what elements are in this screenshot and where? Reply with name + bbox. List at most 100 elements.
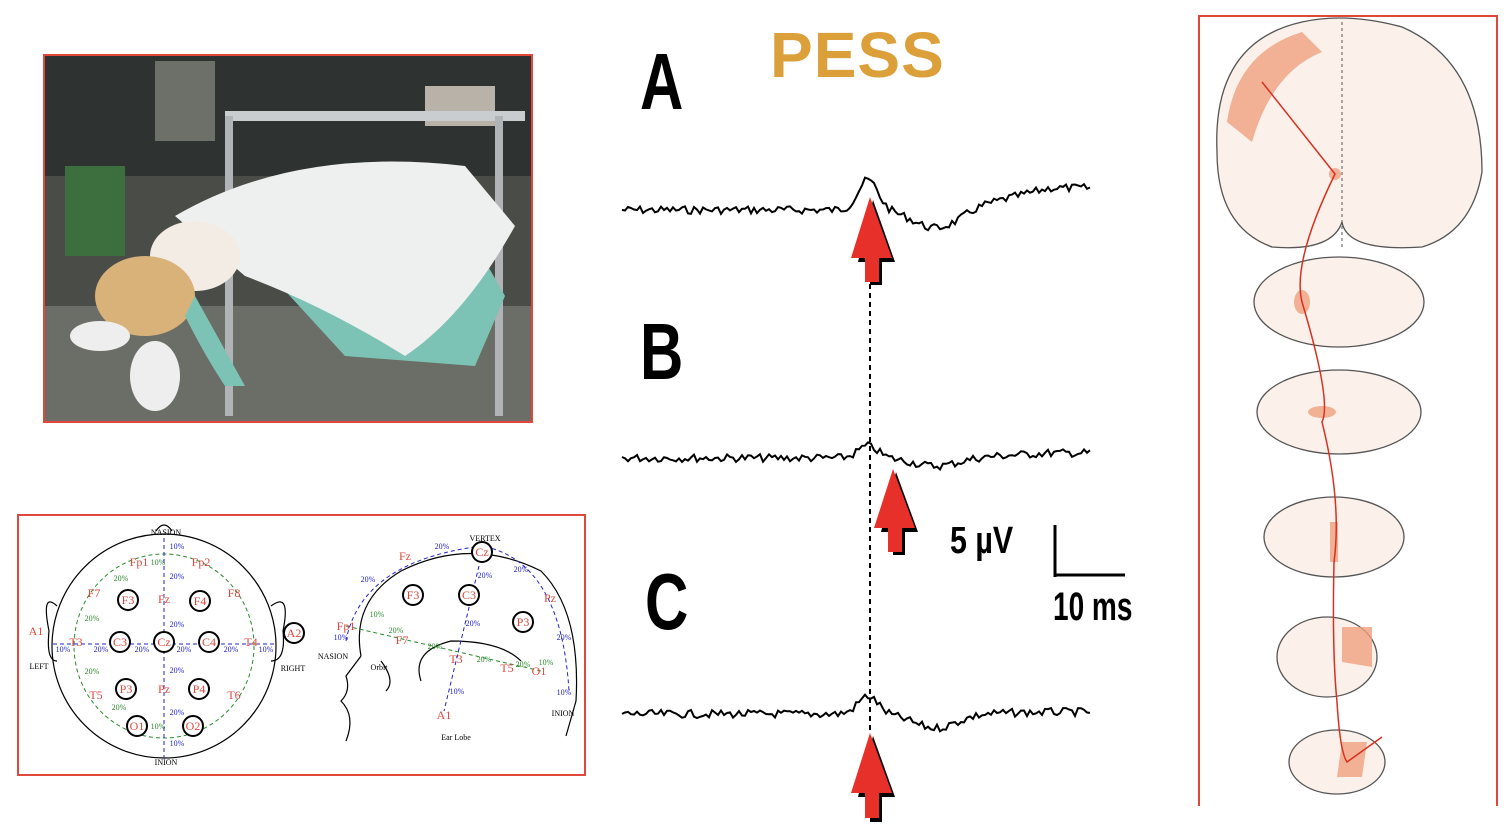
trace-c <box>621 693 1091 733</box>
percent-label: 10% <box>370 610 385 619</box>
operating-room-photo <box>43 54 533 423</box>
percent-label: 20% <box>478 571 493 580</box>
arrow-up-icon <box>874 469 918 555</box>
electrode-label: Fz <box>158 592 170 606</box>
electrode-label: T3 <box>69 635 82 649</box>
electrode-label: F8 <box>228 586 241 600</box>
electrode-label: Cz <box>157 635 170 649</box>
percent-label: 20% <box>85 614 100 623</box>
percent-label: 20% <box>170 620 185 629</box>
electrode-label: O2 <box>186 719 201 733</box>
electrode-label: C3 <box>113 635 127 649</box>
electrode-label: O1 <box>130 719 145 733</box>
electrode-label: Fz <box>399 549 411 563</box>
percent-label: 20% <box>177 645 192 654</box>
arrow-up-icon <box>851 733 895 822</box>
percent-label: 10% <box>259 645 274 654</box>
trace-label-b: B <box>640 307 684 396</box>
percent-label: 20% <box>114 574 129 583</box>
electrode-label: A1 <box>437 708 452 722</box>
percent-label: 10% <box>170 542 185 551</box>
percent-label: 10% <box>450 687 465 696</box>
electrode-label: C3 <box>462 588 476 602</box>
trace-b <box>621 441 1091 472</box>
trace-label-c: C <box>645 557 689 646</box>
vertex-label: VERTEX <box>469 534 500 543</box>
percent-label: 20% <box>361 575 376 584</box>
trace-label-a: A <box>640 37 684 126</box>
percent-label: 10% <box>56 645 71 654</box>
nasion-label: NASION <box>318 652 348 661</box>
electrode-label: Pz <box>544 591 556 605</box>
orbit-label: Orbit <box>371 663 389 672</box>
electrode-label: Cz <box>475 545 488 559</box>
electrode-circle <box>182 715 204 737</box>
percent-label: 20% <box>428 642 443 651</box>
arrow-up-icon <box>851 197 895 285</box>
percent-label: 20% <box>514 565 529 574</box>
electrode-label: T3 <box>449 652 462 666</box>
inion-label: INION <box>155 758 178 767</box>
right-label: RIGHT <box>281 664 306 673</box>
percent-label: 10% <box>151 722 166 731</box>
trace-a <box>621 176 1091 232</box>
percent-label: 20% <box>94 645 109 654</box>
somatosensory-pathway-diagram <box>1198 15 1498 806</box>
amplitude-scale-label: 5 µV <box>950 520 1014 562</box>
electrode-circle <box>458 584 480 606</box>
left-label: LEFT <box>29 662 48 671</box>
electrode-circle <box>115 678 137 700</box>
electrode-label: F7 <box>88 586 101 600</box>
electrode-label: Fp1 <box>130 555 149 569</box>
percent-label: 20% <box>112 703 127 712</box>
percent-label: 10% <box>151 558 166 567</box>
percent-label: 20% <box>389 626 404 635</box>
page-title: PESS <box>770 19 945 91</box>
electrode-label: Fp2 <box>192 555 211 569</box>
electrode-label: O1 <box>532 664 547 678</box>
electrode-label: C4 <box>202 635 216 649</box>
electrode-label: F4 <box>194 594 207 608</box>
electrode-circle <box>471 541 493 563</box>
electrode-circle <box>283 622 305 644</box>
electrode-label: A1 <box>29 624 44 638</box>
percent-label: 20% <box>557 633 572 642</box>
percent-label: 20% <box>466 619 481 628</box>
electrode-label: Pz <box>158 682 170 696</box>
percent-label: 20% <box>435 542 450 551</box>
percent-label: 10% <box>334 633 349 642</box>
inion-label: INION <box>552 709 575 718</box>
percent-label: 20% <box>516 660 531 669</box>
electrode-circle <box>117 589 139 611</box>
electrode-circle <box>188 678 210 700</box>
percent-label: 10% <box>539 658 554 667</box>
percent-label: 20% <box>224 645 239 654</box>
electrode-circle <box>402 584 424 606</box>
percent-label: 20% <box>170 708 185 717</box>
electrode-label: T4 <box>244 635 257 649</box>
electrode-label: F7 <box>396 633 409 647</box>
electrode-label: A2 <box>287 626 302 640</box>
electrode-label: F3 <box>122 593 135 607</box>
electrode-circle <box>189 590 211 612</box>
time-scale-label: 10 ms <box>1053 585 1133 629</box>
percent-label: 20% <box>135 645 150 654</box>
electrode-circle <box>198 631 220 653</box>
electrode-circle <box>126 715 148 737</box>
nasion-label: NASION <box>151 528 181 537</box>
percent-label: 10% <box>557 688 572 697</box>
electrode-label: Fp1 <box>337 619 356 633</box>
electrode-label: T6 <box>227 688 240 702</box>
electrode-label: P3 <box>120 682 133 696</box>
percent-label: 20% <box>170 666 185 675</box>
electrode-label: F3 <box>407 588 420 602</box>
electrode-label: P3 <box>517 615 530 629</box>
electrode-circle <box>109 631 131 653</box>
percent-label: 20% <box>85 667 100 676</box>
electrode-label: P4 <box>193 682 206 696</box>
electrode-circle <box>512 611 534 633</box>
electrode-label: T5 <box>500 661 513 675</box>
electrode-label: T5 <box>89 688 102 702</box>
